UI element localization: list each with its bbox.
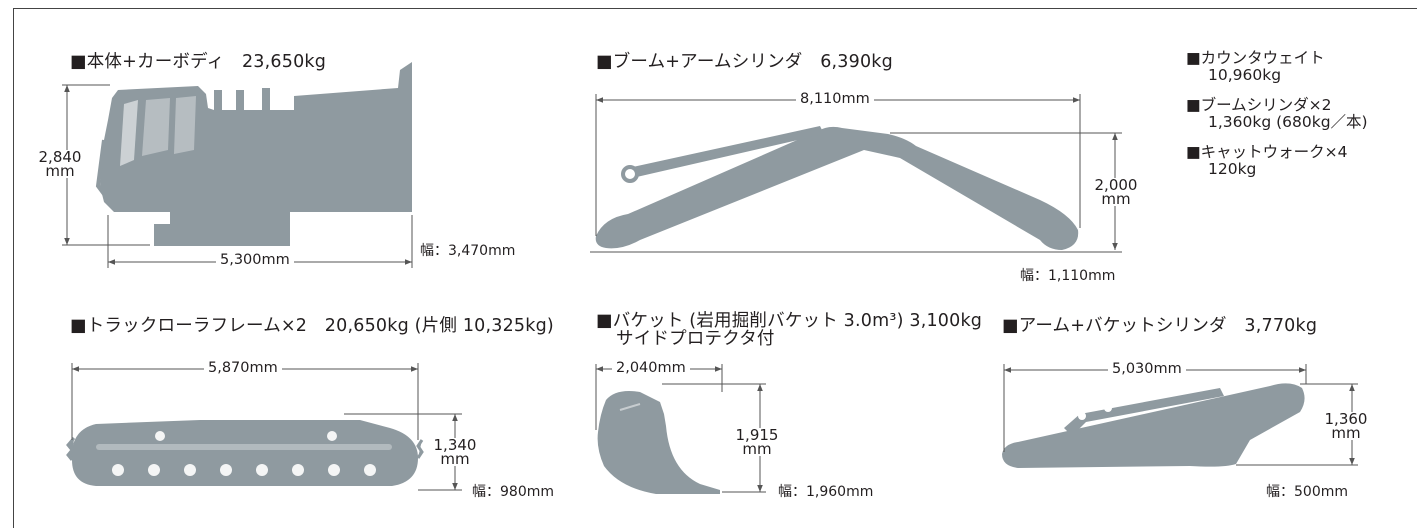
arm-height-label: 1,360 mm (1320, 410, 1372, 442)
counterweight-label: ■カウンタウェイト (1186, 49, 1325, 67)
track-length-label: 5,870mm (204, 360, 282, 376)
catwalk-label: ■キャットウォーク×4 (1186, 143, 1348, 161)
boom-title: ■ブーム+アームシリンダ 6,390kg (596, 52, 893, 72)
bucket-height-label: 1,915 mm (732, 426, 782, 458)
bucket-length-label: 2,040mm (612, 360, 690, 376)
boom-cylinder-value: 1,360kg (680kg／本) (1208, 113, 1368, 131)
upper-body-silhouette (95, 62, 412, 246)
body-height-label: 2,840 mm (38, 148, 82, 180)
arm-title: ■アーム+バケットシリンダ 3,770kg (1002, 316, 1318, 336)
track-width-label: 幅：980mm (472, 484, 554, 500)
outer-frame (13, 8, 1417, 528)
boom-cylinder-label: ■ブームシリンダ×2 (1186, 96, 1332, 114)
catwalk-note: ■キャットウォーク×4 120kg (1186, 144, 1348, 178)
bucket-title-line1: ■バケット (岩用掘削バケット 3.0m³) 3,100kg (596, 311, 983, 331)
bucket-width-label: 幅：1,960mm (778, 484, 874, 500)
boom-height-value: 2,000 (1094, 176, 1138, 194)
bucket-title: ■バケット (岩用掘削バケット 3.0m³) 3,100kg サイドプロテクタ付 (596, 312, 982, 348)
body-length-label: 5,300mm (216, 252, 294, 268)
boom-height-label: 2,000 mm (1090, 176, 1142, 208)
track-height-unit: mm (440, 450, 470, 468)
boom-width-label: 幅：1,110mm (1020, 268, 1116, 284)
catwalk-value: 120kg (1208, 160, 1257, 178)
arm-silhouette (1002, 383, 1305, 468)
arm-height-unit: mm (1331, 424, 1361, 442)
boom-cylinder-note: ■ブームシリンダ×2 1,360kg (680kg／本) (1186, 97, 1368, 131)
body-height-unit: mm (45, 162, 75, 180)
bucket-height-value: 1,915 (735, 426, 779, 444)
counterweight-note: ■カウンタウェイト 10,960kg (1186, 50, 1325, 84)
bucket-title-line2: サイドプロテクタ付 (616, 329, 775, 349)
boom-length-label: 8,110mm (796, 91, 874, 107)
body-width-label: 幅：3,470mm (420, 243, 516, 259)
track-frame-silhouette (66, 420, 424, 486)
bucket-silhouette (597, 391, 720, 494)
track-height-value: 1,340 (433, 436, 477, 454)
bucket-height-unit: mm (742, 440, 772, 458)
track-title: ■トラックローラフレーム×2 20,650kg (片側 10,325kg) (70, 316, 554, 336)
arm-width-label: 幅：500mm (1266, 484, 1348, 500)
body-height-value: 2,840 (38, 148, 82, 166)
boom-silhouette (595, 126, 1079, 250)
body-title: ■本体+カーボディ 23,650kg (70, 52, 327, 72)
counterweight-value: 10,960kg (1208, 66, 1282, 84)
arm-length-label: 5,030mm (1108, 361, 1186, 377)
track-height-label: 1,340 mm (430, 436, 480, 468)
boom-height-unit: mm (1101, 190, 1131, 208)
arm-height-value: 1,360 (1324, 410, 1368, 428)
